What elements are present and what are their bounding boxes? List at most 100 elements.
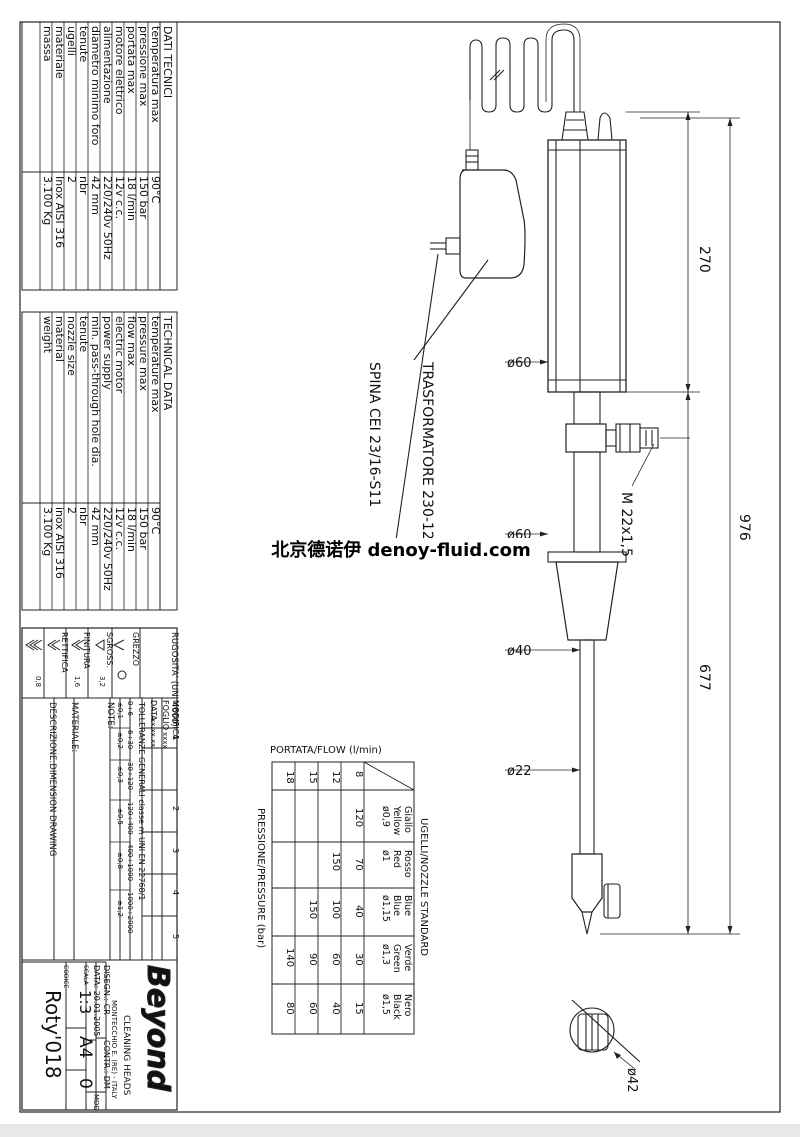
dati-label-1: pressione max <box>137 26 150 107</box>
nozzle-2-it: Blue <box>402 895 413 916</box>
tol-range-2: 30÷120 <box>126 762 134 790</box>
cleaning-head-drawing <box>395 23 740 1071</box>
dati-tecnici-title: DATI TECNICI <box>161 26 174 98</box>
note-label: NOTE: <box>105 702 115 728</box>
tech-value-2: 18 l/min <box>125 507 138 552</box>
codice-value: Roty'018 <box>41 990 65 1079</box>
technical-data-title: TECHNICAL DATA <box>161 315 174 411</box>
tech-label-1: pressure max <box>137 316 150 391</box>
rev-1: 1 <box>171 735 180 740</box>
rev-2: 2 <box>171 806 180 811</box>
formato-value: A4 <box>75 1036 95 1058</box>
pressure-cell: 40 <box>353 905 364 918</box>
flow-15: 15 <box>307 771 318 784</box>
company-logo: Beyond <box>140 965 175 1092</box>
scala-value: 1:3 <box>76 990 94 1014</box>
rev-4: 4 <box>171 890 180 895</box>
pressure-cell: 70 <box>353 858 364 871</box>
pressione-pressure-label: PRESSIONE/PRESSURE (bar) <box>255 808 266 948</box>
dati-value-5: 42 mm <box>89 176 102 215</box>
tol-range-4: 400÷1000 <box>126 844 134 881</box>
address-label: MONTECCHIO E. (RE) - ITALY <box>110 1000 118 1099</box>
nozzle-2-en: Blue <box>391 895 402 916</box>
tech-value-0: 90°C <box>149 507 162 534</box>
dati-value-9: 3.100 Kg <box>41 176 54 225</box>
dim-677-label: 677 <box>696 664 712 691</box>
dati-value-2: 18 l/min <box>125 176 138 221</box>
foglio-label: FOGLIO <box>161 700 170 730</box>
nozzle-4-en: Black <box>391 994 402 1020</box>
tol-value-2: ±0,3 <box>116 766 124 783</box>
dati-tecnici-table: DATI TECNICI temperatura max pressione m… <box>21 21 178 291</box>
pressure-cell: 60 <box>307 1002 318 1015</box>
tech-label-8: material <box>53 316 66 362</box>
materiale-label: MATERIALE: <box>69 702 79 752</box>
tech-label-9: weight <box>41 316 54 354</box>
codice-label: CODICE <box>62 965 69 988</box>
dati-value-0: 90°C <box>149 176 162 203</box>
pressure-cell: 60 <box>330 953 341 966</box>
nozzle-1-en: Red <box>391 850 402 868</box>
dati-label-7: ugelli <box>65 26 78 56</box>
tech-label-2: flow max <box>125 316 138 367</box>
ugelli-nozzle-title: UGELLI/NOZZLE STANDARD <box>418 818 429 956</box>
tol-value-3: ±0,5 <box>116 808 124 825</box>
nozzle-4-dia: ø1,5 <box>380 994 391 1015</box>
descrizione-label: DESCRIZIONE:DIMENSION DRAWING <box>47 702 57 856</box>
tech-label-7: nozzle size <box>65 316 78 376</box>
tech-value-8: inox AISI 316 <box>53 507 66 579</box>
diameter-40-label: ø40 <box>507 644 532 659</box>
nozzle-0-en: Yellow <box>391 805 402 835</box>
watermark-text: 北京德诺伊 denoy-fluid.com <box>270 538 532 564</box>
scala-label: SCALA <box>82 965 89 986</box>
technical-data-table: TECHNICAL DATA temperature max pressure … <box>21 311 178 611</box>
tol-range-3: 120÷400 <box>126 802 134 835</box>
foglio-value: xxxx <box>161 732 169 749</box>
dati-value-6: nbr <box>77 176 90 195</box>
tol-value-5: ±1,2 <box>116 900 124 917</box>
tech-label-5: min. pass-through hole dia. <box>89 316 102 467</box>
nozzle-0-dia: ø0,9 <box>380 806 391 827</box>
flow-18: 18 <box>284 771 295 784</box>
data-label: DATA <box>149 700 158 721</box>
tech-value-1: 150 bar <box>137 507 150 550</box>
dati-value-4: 220/240v 50Hz <box>101 176 114 260</box>
diameter-22-label: ø22 <box>507 764 532 779</box>
dati-label-6: tenute <box>77 26 90 62</box>
sheet-border <box>19 21 781 1113</box>
rettifica-label: RETTIFICA <box>60 632 69 673</box>
dati-label-4: alimentazione <box>101 26 114 104</box>
tol-value-4: ±0,8 <box>116 852 124 869</box>
rugosita-label: RUGOSITA' (UNI 4600) <box>169 632 179 727</box>
coiled-cable <box>469 29 575 113</box>
tech-value-3: 12v c.c. <box>113 507 126 550</box>
title-block: RUGOSITA' (UNI 4600) GREZZO SGROSS. FINI… <box>21 627 180 1113</box>
pressure-cell: 15 <box>353 1002 364 1015</box>
roughness-0-8: 0,8 <box>34 676 42 687</box>
dati-label-3: motore elettrico <box>113 26 126 115</box>
roughness-symbols-icon <box>25 639 127 680</box>
nozzle-1-dia: ø1 <box>380 850 391 862</box>
modifica-label: MODIFICA <box>171 700 180 740</box>
tech-label-0: temperature max <box>149 316 162 413</box>
tech-value-6: nbr <box>77 507 90 526</box>
thread-label: M 22x1,5 <box>618 492 634 557</box>
grezzo-label: GREZZO <box>131 632 140 666</box>
dati-label-8: materiale <box>53 26 66 79</box>
tol-value-0: ±0,1 <box>116 702 124 719</box>
pressure-cell: 90 <box>307 953 318 966</box>
end-view-detail <box>569 999 641 1071</box>
dim-976-label: 976 <box>736 514 752 541</box>
tolleranze-label: TOLLERANZE GENERALI classe m UNI EN 2276… <box>137 701 146 901</box>
spina-label: SPINA CEI 23/16-S11 <box>366 362 382 507</box>
nozzle-0-it: Giallo <box>402 806 413 833</box>
revision-value: 0 <box>75 1078 95 1089</box>
tech-value-9: 3.100 Kg <box>41 507 54 556</box>
diameter-60-top-label: ø60 <box>507 356 532 371</box>
finitura-label: FINITURA <box>82 632 91 669</box>
pressure-cell: 140 <box>284 948 295 967</box>
rev-5: 5 <box>171 934 180 939</box>
dati-value-3: 12v c.c. <box>113 176 126 219</box>
dati-label-9: massa <box>41 26 54 62</box>
